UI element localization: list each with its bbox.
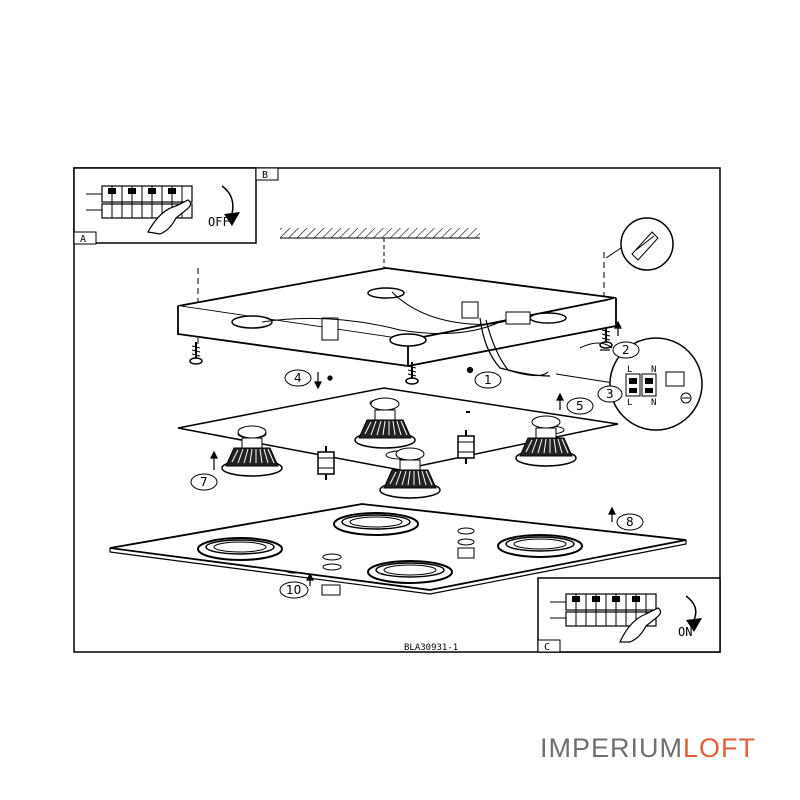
on-label: ON — [678, 625, 692, 639]
panel-label-b: B — [262, 170, 268, 181]
terminal-l-bottom: L — [627, 398, 632, 408]
watermark: IMPERIUMLOFT — [540, 733, 756, 764]
step-7: 7 — [200, 475, 208, 489]
cover-plate — [109, 503, 687, 595]
ceiling — [280, 228, 480, 239]
off-label: OFF — [208, 215, 230, 229]
terminal-n-bottom: N — [651, 398, 656, 408]
panel-label-a: A — [80, 234, 86, 245]
inset-on: C ON — [537, 577, 721, 653]
spotlight-ring — [333, 512, 419, 536]
step-2: 2 — [622, 343, 630, 357]
terminal-n-top: N — [651, 365, 656, 375]
panel-label-c: C — [544, 642, 550, 653]
watermark-part1: IMPERIUM — [540, 733, 683, 763]
arrow-icon — [221, 185, 234, 215]
hand-icon — [147, 199, 192, 235]
inset-off: A B OFF — [73, 167, 279, 245]
terminal-detail: L N L N — [609, 337, 703, 431]
watermark-part2: LOFT — [683, 733, 757, 763]
arrow-icon — [685, 595, 697, 621]
step-3: 3 — [606, 387, 614, 401]
screw-icon — [189, 341, 203, 365]
terminal-l-top: L — [627, 365, 632, 375]
ground-icon — [680, 392, 692, 404]
step-1: 1 — [484, 373, 492, 387]
ceiling-plate — [177, 267, 617, 368]
step-8: 8 — [626, 515, 634, 529]
dowel-icon — [605, 217, 674, 271]
small-parts — [321, 527, 475, 596]
drawing-code: BLA30931-1 — [404, 643, 458, 653]
step-5: 5 — [576, 399, 584, 413]
drawing-frame — [73, 167, 721, 653]
step-10: 10 — [286, 583, 301, 597]
step-4: 4 — [294, 371, 302, 385]
hand-icon — [619, 607, 662, 643]
